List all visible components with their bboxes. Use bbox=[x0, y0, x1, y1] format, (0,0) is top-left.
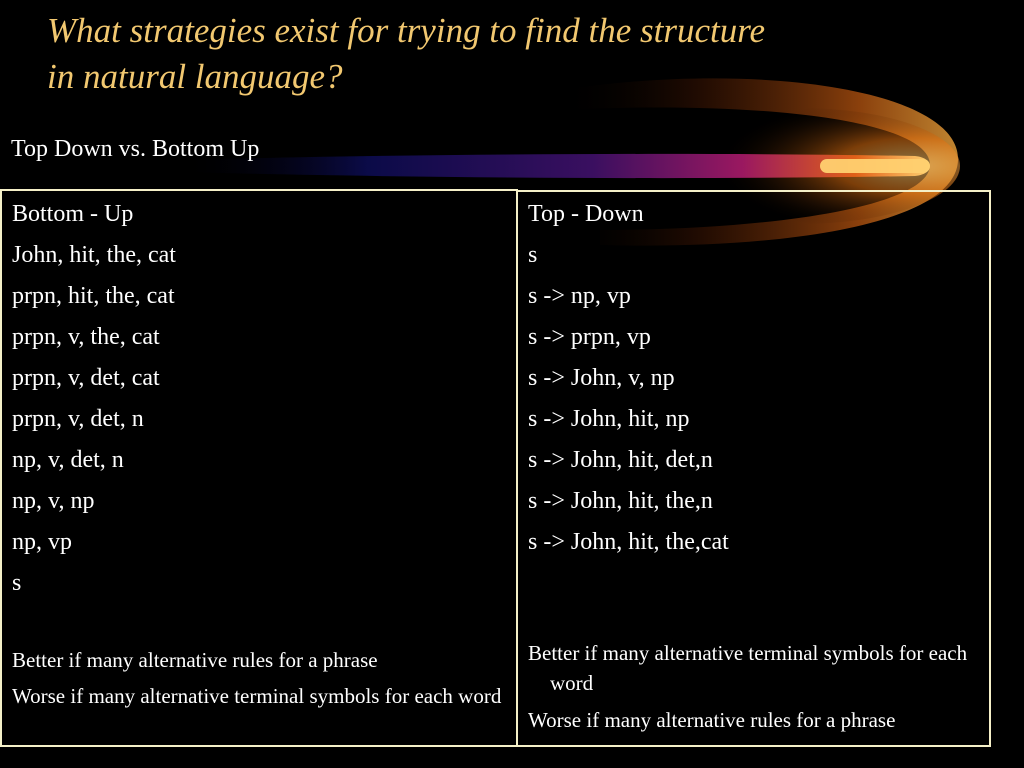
bottom-up-step: np, v, det, n bbox=[12, 447, 124, 473]
top-down-step: s -> John, hit, the,n bbox=[528, 488, 713, 514]
comparison-table: Bottom - Up John, hit, the, cat prpn, hi… bbox=[0, 189, 991, 747]
top-down-step: s -> prpn, vp bbox=[528, 324, 651, 350]
top-down-step: s bbox=[528, 242, 538, 268]
bottom-up-note-better-text: Better if many alternative rules for a p… bbox=[12, 648, 378, 672]
slide-subtitle: Top Down vs. Bottom Up bbox=[11, 136, 260, 162]
bottom-up-step: s bbox=[12, 570, 22, 596]
bottom-up-step: prpn, v, the, cat bbox=[12, 324, 160, 350]
top-down-note-worse: Worse if many alternative rules for a ph… bbox=[528, 705, 990, 735]
top-down-note-better: Better if many alternative terminal symb… bbox=[528, 638, 990, 698]
bottom-up-note-worse: Worse if many alternative terminal symbo… bbox=[12, 681, 512, 711]
bottom-up-step: John, hit, the, cat bbox=[12, 242, 176, 268]
bottom-up-note-worse-text: Worse if many alternative terminal symbo… bbox=[12, 684, 502, 708]
top-down-step: s -> np, vp bbox=[528, 283, 631, 309]
slide-title-line-2: in natural language? bbox=[47, 57, 343, 96]
top-down-step: s -> John, hit, the,cat bbox=[528, 529, 729, 555]
bottom-up-column: Bottom - Up John, hit, the, cat prpn, hi… bbox=[0, 189, 518, 747]
bottom-up-step: prpn, hit, the, cat bbox=[12, 283, 175, 309]
bottom-up-note-better: Better if many alternative rules for a p… bbox=[12, 645, 512, 675]
top-down-note-better-text: Better if many alternative terminal symb… bbox=[528, 641, 968, 695]
top-down-column: Top - Down s s -> np, vp s -> prpn, vp s… bbox=[516, 190, 991, 747]
top-down-step: s -> John, hit, np bbox=[528, 406, 690, 432]
bottom-up-step: np, v, np bbox=[12, 488, 95, 514]
top-down-step: s -> John, v, np bbox=[528, 365, 675, 391]
bottom-up-step: prpn, v, det, cat bbox=[12, 365, 160, 391]
bottom-up-header: Bottom - Up bbox=[12, 201, 134, 227]
top-down-note-worse-text: Worse if many alternative rules for a ph… bbox=[528, 708, 896, 732]
bottom-up-step: prpn, v, det, n bbox=[12, 406, 144, 432]
slide-title-line-1: What strategies exist for trying to find… bbox=[47, 11, 766, 50]
top-down-step: s -> John, hit, det,n bbox=[528, 447, 713, 473]
bottom-up-step: np, vp bbox=[12, 529, 72, 555]
slide-title: What strategies exist for trying to find… bbox=[47, 8, 947, 100]
top-down-header: Top - Down bbox=[528, 201, 644, 227]
